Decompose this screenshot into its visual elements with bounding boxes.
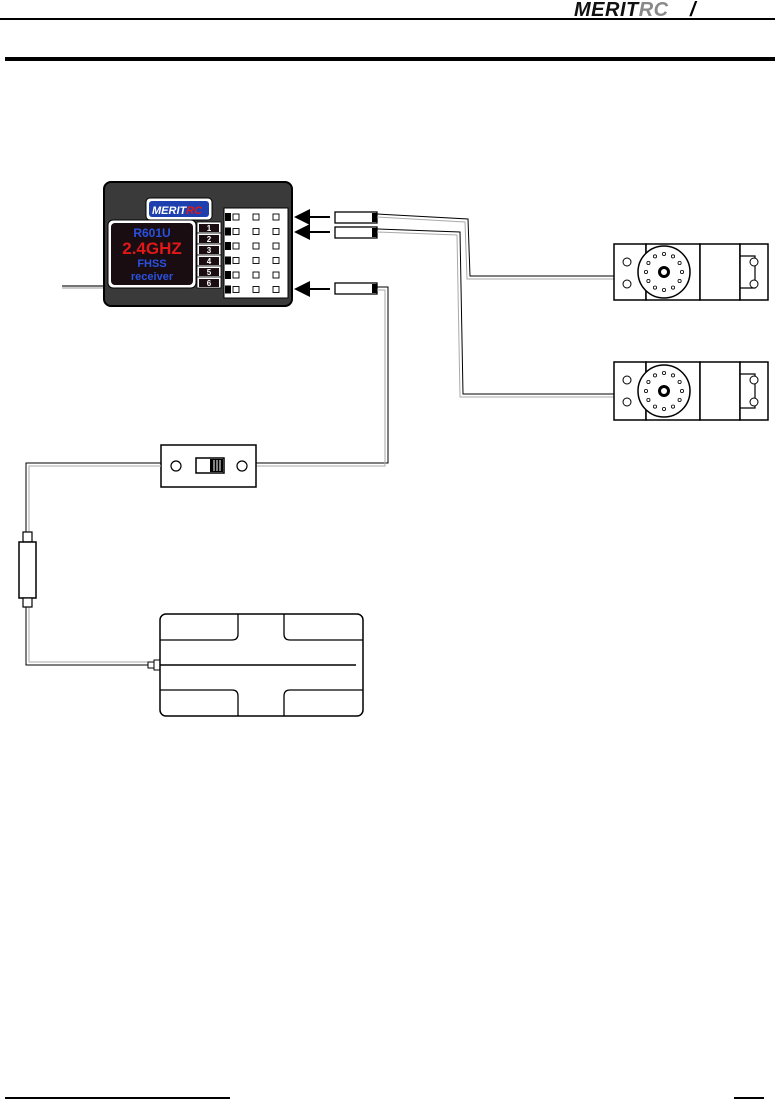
horn-hole <box>647 380 650 383</box>
channel-label-4: 4 <box>207 257 212 266</box>
horn-hole <box>653 255 656 258</box>
channel-labels: 1 2 3 4 5 6 <box>197 222 221 288</box>
svg-text:MERITRC: MERITRC <box>152 205 203 217</box>
pin-socket <box>253 258 259 264</box>
receiver-unit: MERITRC R601U 2.4GHZ FHSS receiver 1 2 3 <box>104 182 292 306</box>
pin-socket <box>233 287 239 293</box>
horn-hole <box>647 398 650 401</box>
channel-label-1: 1 <box>207 224 212 233</box>
pin-socket <box>253 272 259 278</box>
horn-hole <box>671 286 674 289</box>
switch-harness <box>161 445 256 487</box>
horn-hole <box>678 261 681 264</box>
horn-hole <box>647 279 650 282</box>
channel-label-5: 5 <box>207 268 212 277</box>
logo-accent-text: RC <box>186 205 203 217</box>
pin-socket <box>273 258 279 264</box>
pin-socket <box>233 272 239 278</box>
pin-socket <box>273 229 279 235</box>
horn-hole <box>644 270 647 273</box>
pin-row-tab <box>225 213 231 221</box>
pin-socket <box>273 287 279 293</box>
horn-hole <box>662 371 665 374</box>
horn-hole <box>647 261 650 264</box>
horn-hole <box>678 380 681 383</box>
horn-hole <box>662 252 665 255</box>
switch-wire <box>256 287 388 466</box>
horn-hole <box>653 374 656 377</box>
pin-socket <box>273 243 279 249</box>
pin-row-tab <box>225 257 231 265</box>
servo-wire-1 <box>377 214 614 279</box>
receiver-label: R601U 2.4GHZ FHSS receiver <box>108 220 196 288</box>
horn-hole <box>680 270 683 273</box>
pin-socket <box>253 229 259 235</box>
horn-hole <box>671 255 674 258</box>
servo-2 <box>614 362 768 420</box>
horn-hole <box>671 374 674 377</box>
pin-socket <box>253 214 259 220</box>
type-text: receiver <box>131 271 174 283</box>
battery-pack <box>148 614 363 716</box>
pin-row-tab <box>225 228 231 236</box>
protocol-text: FHSS <box>137 258 166 270</box>
horn-hole <box>662 407 665 410</box>
channel-label-6: 6 <box>207 279 212 288</box>
servo-plug-2 <box>298 227 377 238</box>
servo-1 <box>614 244 768 300</box>
horn-hole <box>662 288 665 291</box>
inline-connector <box>19 532 36 607</box>
horn-hole <box>653 286 656 289</box>
pin-socket <box>253 243 259 249</box>
model-text: R601U <box>133 226 170 240</box>
pin-header <box>224 208 288 298</box>
pin-socket <box>233 258 239 264</box>
horn-hole <box>653 405 656 408</box>
channel-label-2: 2 <box>207 235 212 244</box>
channel-label-3: 3 <box>207 246 212 255</box>
horn-hole <box>678 279 681 282</box>
pin-socket <box>233 243 239 249</box>
horn-hole <box>644 389 647 392</box>
antenna-wire <box>62 286 104 288</box>
pin-row-tab <box>225 271 231 279</box>
logo-main-text: MERIT <box>152 205 188 217</box>
pin-row-tab <box>225 242 231 250</box>
horn-hole <box>680 389 683 392</box>
pin-socket <box>233 229 239 235</box>
receiver-logo: MERITRC <box>146 198 212 220</box>
horn-hole <box>678 398 681 401</box>
servo-wire-2 <box>377 229 614 397</box>
frequency-text: 2.4GHZ <box>122 239 182 258</box>
pin-row-tab <box>225 286 231 294</box>
pin-socket <box>253 287 259 293</box>
battery-plug <box>298 283 377 294</box>
pin-socket <box>233 214 239 220</box>
battery-wire <box>26 463 161 665</box>
pin-socket <box>273 272 279 278</box>
pin-socket <box>273 214 279 220</box>
servo-plug-1 <box>298 212 377 223</box>
horn-hole <box>671 405 674 408</box>
